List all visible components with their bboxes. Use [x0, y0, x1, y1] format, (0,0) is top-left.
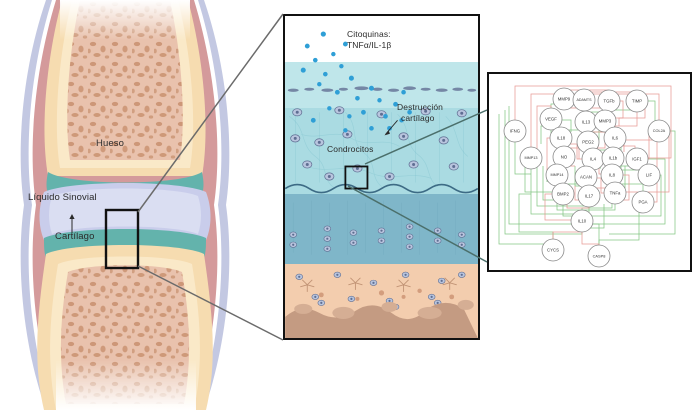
chondrocyte-columns	[289, 223, 466, 252]
svg-text:MMP9: MMP9	[558, 97, 571, 102]
svg-text:TGFb: TGFb	[604, 99, 616, 104]
svg-text:IL10: IL10	[578, 219, 587, 224]
network-graph: IFNG VEGF MMP9 ADAMTS TGFb TIMP IL13 MMP…	[498, 85, 676, 268]
svg-text:TNFa: TNFa	[610, 191, 621, 196]
svg-text:ACAN: ACAN	[580, 175, 592, 180]
cartilago-pointer	[69, 214, 75, 233]
svg-text:CYCS: CYCS	[547, 248, 559, 253]
svg-text:MMP13: MMP13	[524, 156, 537, 160]
node-ADAMTS: ADAMTS	[572, 88, 596, 112]
svg-text:IFNG: IFNG	[510, 129, 521, 134]
svg-text:LIF: LIF	[646, 173, 653, 178]
svg-text:IL17: IL17	[585, 194, 594, 199]
label-hueso: Hueso	[96, 138, 124, 149]
svg-text:IL8: IL8	[609, 173, 616, 178]
svg-text:MMP14: MMP14	[550, 173, 563, 177]
node-LIF: LIF	[637, 163, 661, 187]
svg-text:IL13: IL13	[582, 120, 591, 125]
node-IL6: IL6	[603, 126, 627, 150]
tidemark-wave	[285, 183, 478, 194]
svg-text:COL2A: COL2A	[653, 129, 666, 133]
synovial-lining-cells	[287, 86, 477, 92]
svg-text:IL6: IL6	[612, 136, 619, 141]
node-MMP14: MMP14	[545, 163, 569, 187]
node-MMP9: MMP9	[552, 87, 576, 111]
svg-text:VEGF: VEGF	[545, 117, 557, 122]
svg-text:IL18: IL18	[557, 136, 566, 141]
node-IL10: IL10	[570, 209, 594, 233]
svg-text:IGF1: IGF1	[632, 157, 642, 162]
node-TIMP: TIMP	[625, 89, 649, 113]
node-BMP2: BMP2	[551, 182, 575, 206]
node-IL17: IL17	[577, 184, 601, 208]
label-destruccion-line1: Destrucción	[397, 102, 443, 112]
gene-network-panel: IFNG VEGF MMP9 ADAMTS TGFb TIMP IL13 MMP…	[487, 72, 692, 272]
svg-text:PEG2: PEG2	[582, 140, 594, 145]
lower-bone	[37, 245, 213, 410]
svg-text:BMP2: BMP2	[557, 192, 569, 197]
node-IFNG: IFNG	[503, 119, 527, 143]
label-destruccion-line2: cartílago	[401, 113, 435, 123]
svg-text:IL1b: IL1b	[609, 156, 618, 161]
label-condrocitos: Condrocitos	[327, 144, 374, 154]
network-nodes: IFNG VEGF MMP9 ADAMTS TGFb TIMP IL13 MMP…	[503, 87, 671, 268]
svg-text:NO: NO	[561, 155, 568, 160]
knee-joint-panel: Hueso Líquido Sinovial Cartílago	[0, 0, 250, 410]
label-citoquinas-line2: TNFα/IL-1β	[347, 40, 392, 50]
destruccion-pointer	[384, 120, 398, 136]
node-TGFb: TGFb	[597, 89, 621, 113]
node-PGA: PGA	[631, 190, 655, 214]
node-VEGF: VEGF	[539, 107, 563, 131]
node-ACAN: ACAN	[574, 165, 598, 189]
svg-text:PGA: PGA	[638, 200, 647, 205]
node-MMP3: MMP3	[593, 109, 617, 133]
cartilage-zoom-panel: Citoquinas: TNFα/IL-1β Destrucción cartí…	[283, 14, 480, 340]
upper-bone	[44, 0, 206, 176]
joint-roi-box	[104, 208, 140, 270]
node-CYCS: CYCS	[541, 238, 565, 262]
label-cartilago: Cartílago	[55, 231, 95, 242]
cartilage-cells-layer	[285, 31, 478, 338]
svg-text:IL4: IL4	[590, 157, 597, 162]
node-TNFa: TNFa	[603, 181, 627, 205]
svg-text:MMP3: MMP3	[599, 119, 612, 124]
label-citoquinas-line1: Citoquinas:	[347, 29, 391, 39]
svg-text:CASP8: CASP8	[593, 254, 606, 259]
node-CASP8: CASP8	[587, 244, 611, 268]
svg-text:TIMP: TIMP	[632, 99, 642, 104]
node-IGF1: IGF1	[625, 147, 649, 171]
subchondral-bone-texture	[285, 277, 478, 338]
zone-synovial-cavity	[285, 16, 478, 62]
lower-cartilage	[44, 229, 206, 258]
node-COL2A: COL2A	[647, 119, 671, 143]
label-liquido-sinovial: Líquido Sinovial	[28, 192, 97, 203]
svg-text:ADAMTS: ADAMTS	[577, 98, 593, 102]
node-IL18: IL18	[549, 126, 573, 150]
node-MMP13: MMP13	[519, 146, 543, 170]
